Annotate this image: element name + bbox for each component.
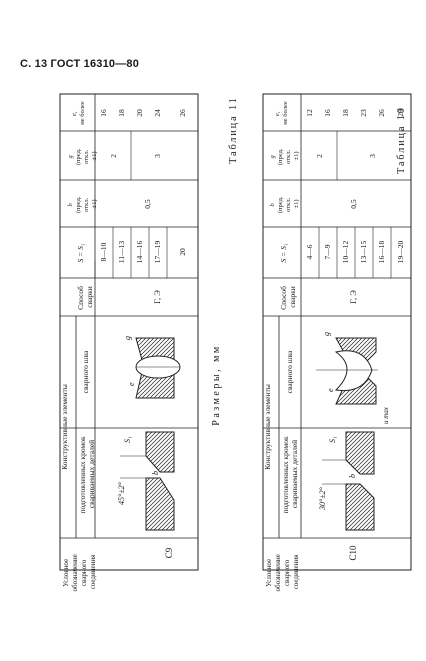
page-header: С. 13 ГОСТ 16310—80 [20, 58, 140, 70]
b-label: b [348, 474, 357, 478]
designation-header: Условное обозначение сварного соединения [62, 553, 97, 592]
e-cell: 18 [117, 109, 126, 117]
thickness-cell: 19—20 [396, 241, 405, 264]
s1-label: S₁ [328, 436, 337, 443]
thickness-cell: 4—6 [305, 244, 314, 259]
thickness-cell: 17—19 [153, 241, 162, 264]
designation-cell: С9 [164, 547, 174, 558]
method-header: Способ сварки [279, 284, 297, 310]
e-cell: 20 [135, 109, 144, 117]
g-cell: 2 [315, 154, 324, 158]
b-cell: 0,5 [143, 199, 152, 209]
table-title: Таблица 10 [396, 106, 407, 174]
u-max-label: u max [382, 406, 390, 424]
structural-elements-header: Конструктивные элементы [263, 384, 272, 470]
section-title: Размеры, мм [211, 344, 222, 425]
thickness-header: S = S₁ [279, 243, 288, 262]
b-cell: 0,5 [349, 199, 358, 209]
e-header: e, не более [71, 101, 86, 125]
thickness-cell: 10—12 [341, 241, 350, 264]
e-label: e [127, 382, 136, 386]
e-cell: 26 [178, 109, 187, 117]
e-cell: 12 [305, 109, 314, 117]
weld-drawing: e g u max [316, 332, 390, 424]
method-cell: Г, Э [348, 290, 358, 304]
angle-label: 45°±2° [117, 481, 126, 505]
weld-header: сварного шва [285, 350, 294, 393]
b-header: b (пред. откл. ±1) [67, 195, 98, 213]
thickness-cell: 11—13 [117, 241, 126, 263]
thickness-cell: 7—9 [323, 244, 332, 259]
weld-header: сварного шва [81, 350, 90, 393]
g-cell: 2 [109, 154, 118, 158]
e-cell: 16 [99, 109, 108, 117]
e-header: e, не более [274, 101, 289, 125]
g-label: g [322, 332, 331, 336]
b-header: b (пред. откл. ±1) [269, 195, 300, 213]
e-cell: 24 [153, 109, 162, 117]
thickness-cell: 8—10 [99, 242, 108, 261]
e-cell: 16 [323, 109, 332, 117]
weld-drawing: e g [123, 336, 181, 399]
g-header: g (пред. откл. ±1) [269, 147, 300, 165]
designation-cell: С10 [348, 545, 358, 561]
g-label: g [123, 336, 132, 340]
method-cell: Г, Э [152, 290, 162, 304]
e-label: e [326, 388, 335, 392]
designation-header: Условное обозначение сварного соединения [265, 553, 300, 592]
thickness-cell: 20 [178, 248, 187, 256]
thickness-cell: 13—15 [359, 241, 368, 264]
structural-elements-header: Конструктивные элементы [60, 384, 69, 470]
g-cell: 3 [368, 154, 377, 158]
g-header: g (пред. откл. ±1) [67, 147, 98, 165]
s1-label: S₁ [123, 436, 132, 443]
thickness-cell: 16—18 [377, 241, 386, 264]
table-11: Таблица 11 Условное обозначение сварного… [228, 93, 412, 592]
e-cell: 29 [396, 109, 405, 117]
table-10: Таблица 10 Размеры, мм Условное обозначе… [59, 93, 407, 592]
e-cell: 26 [377, 109, 386, 117]
prepared-edges-header: подготовленных кромок свариваемых детале… [281, 434, 299, 513]
edge-preparation-drawing: 30°±2° b S₁ [318, 431, 375, 531]
angle-label: 30°±2° [318, 486, 327, 511]
method-header: Способ сварки [76, 284, 94, 310]
e-cell: 18 [341, 109, 350, 117]
thickness-cell: 14—16 [135, 241, 144, 264]
prepared-edges-header: подготовленных кромок свариваемых детале… [78, 434, 96, 513]
g-cell: 3 [153, 154, 162, 158]
e-cell: 23 [359, 109, 368, 117]
thickness-header: S = S₁ [76, 243, 85, 262]
b-label: b [151, 471, 160, 475]
table-title: Таблица 11 [228, 96, 239, 163]
edge-preparation-drawing: 45°±2° b S₁ [117, 431, 175, 531]
